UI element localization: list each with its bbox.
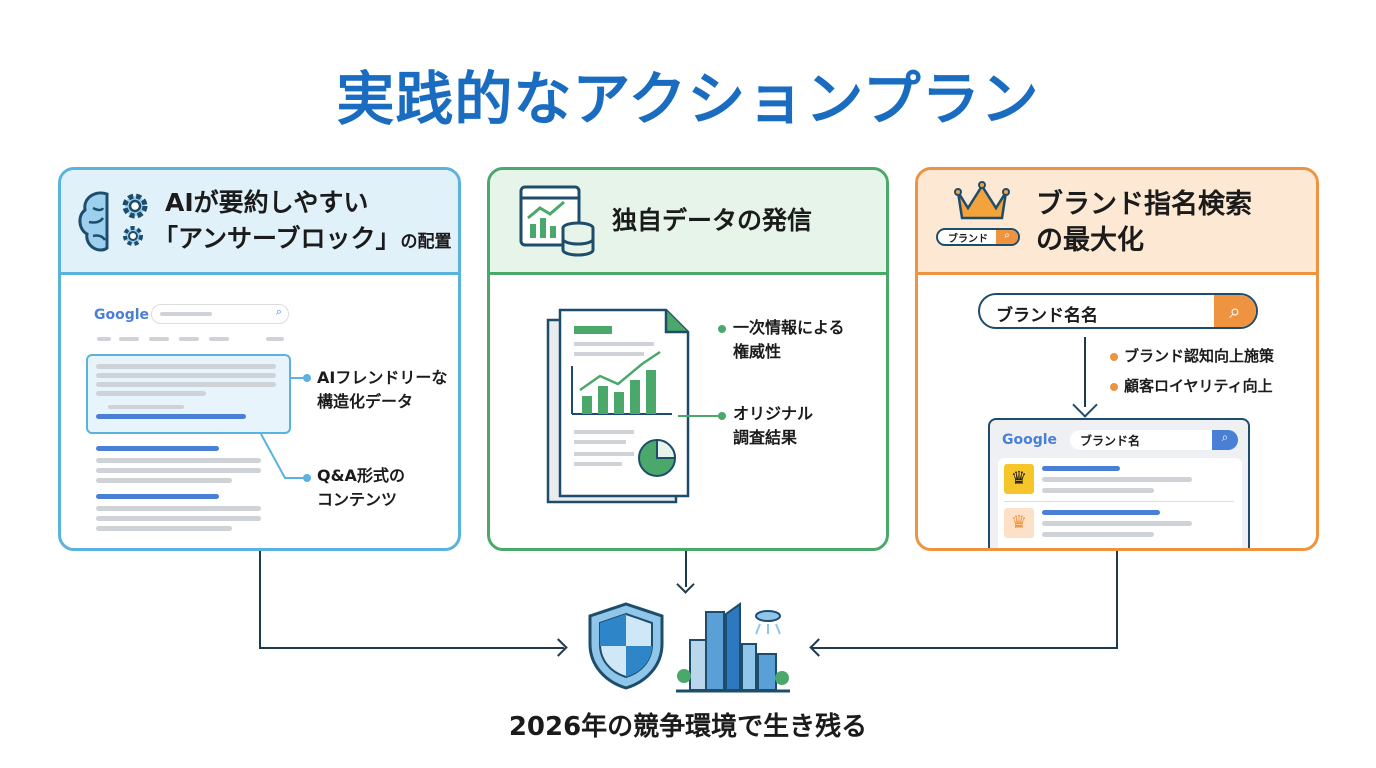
arrow-down-icon [676,575,695,594]
search-icon: ⌕ [275,305,282,318]
card-header: AIが要約しやすい 「アンサーブロック」の配置 [61,170,458,275]
bottom-label: 2026年の競争環境で生き残る [508,712,868,742]
search-bar: ⌕ [151,304,289,324]
callout-original-research: オリジナル調査結果 [733,404,814,447]
card-brand-search: ブランド⌕ ブランド指名検索 の最大化 ブランド名名 ⌕ ブランド認知向上施策 … [915,167,1319,551]
chart-database-icon [519,185,595,257]
google-results-window: Google ブランド名⌕ ♛ ♛ [988,418,1250,548]
card-header: 独自データの発信 [490,170,886,275]
card-title-line1: ブランド指名検索 [1036,189,1252,220]
card-title-line2: の最大化 [1036,225,1144,256]
crown-icon: ♛ [1004,464,1034,494]
mini-search-bar: ブランド⌕ [936,228,1020,246]
google-logo: Google [94,307,150,323]
search-button[interactable]: ⌕ [1214,295,1256,327]
card-title-line2: 「アンサーブロック」 [153,224,401,253]
city-skyline-icon [676,602,790,693]
crown-icon: ♛ [1004,508,1034,538]
callout-structured-data: AIフレンドリーな構造化データ [317,368,448,411]
card-title: 独自データの発信 [612,206,813,235]
card-header: ブランド⌕ ブランド指名検索 の最大化 [918,170,1316,275]
search-icon: ⌕ [996,230,1018,244]
brain-gear-icon [78,191,148,252]
report-document-icon [546,308,690,504]
arrow-right-icon [549,638,568,657]
card-original-data: 独自データの発信 一次情報による権威性 オリジナル調査結果 [487,167,889,551]
callout-qa-content: Q&A形式のコンテンツ [317,466,405,509]
bullet-brand-awareness: ブランド認知向上施策 [1124,347,1275,365]
card-answer-block: AIが要約しやすい 「アンサーブロック」の配置 Google ⌕ AIフレンドリ… [58,167,461,551]
arrow-left-icon [809,638,828,657]
brand-search-input[interactable]: ブランド名名 ⌕ [978,293,1258,329]
shield-icon [588,602,664,690]
card-title-suffix: の配置 [400,232,452,252]
answer-block [86,354,291,434]
bullet-customer-loyalty: 顧客ロイヤリティ向上 [1124,377,1273,395]
arrow-down-icon [1072,392,1098,418]
crown-icon [954,181,1010,220]
card-title-line1: AIが要約しやすい [165,188,369,217]
search-icon: ⌕ [1212,430,1238,450]
page-title: 実践的なアクションプラン [336,65,1040,133]
callout-primary-info: 一次情報による権威性 [733,318,845,361]
